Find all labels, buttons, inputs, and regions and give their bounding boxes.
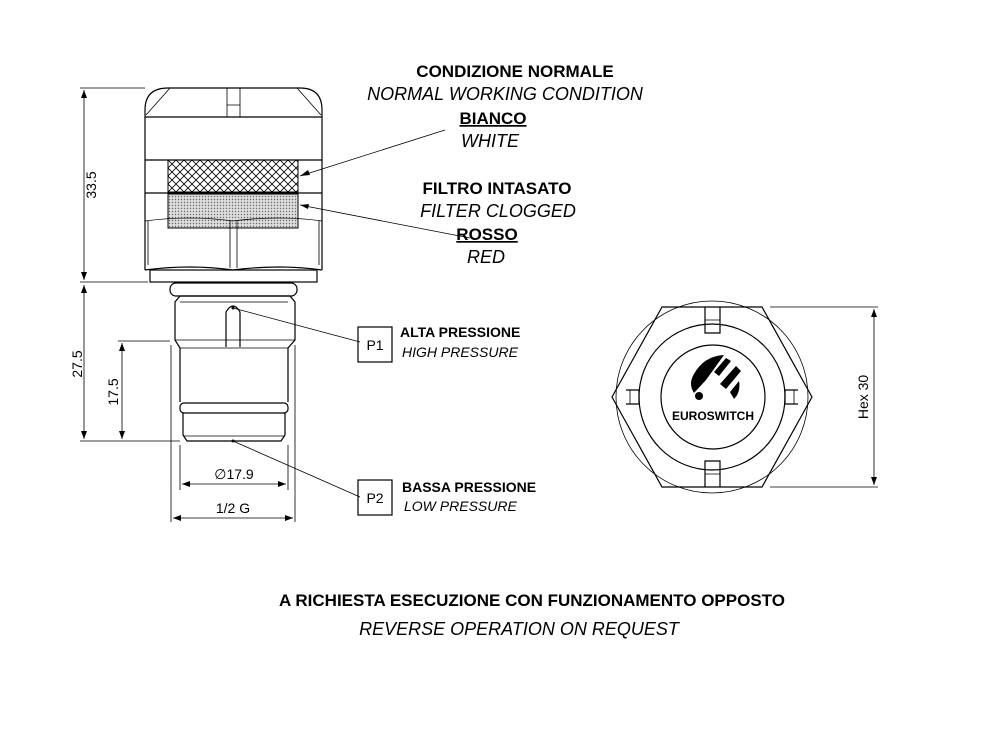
normal-color-it: BIANCO [459,109,526,128]
normal-color-en: WHITE [461,131,520,151]
p1-box [357,326,393,363]
dim-thread-length: 17.5 [105,378,121,405]
hex-outline [611,306,813,488]
side-view [144,87,323,442]
top-view: EUROSWITCH [611,300,813,494]
cap-outline [144,87,323,160]
footer-note-en: REVERSE OPERATION ON REQUEST [359,619,681,639]
dim-hex: Hex 30 [855,375,871,420]
dim-height-top: 33.5 [83,171,99,198]
dim-height-bottom: 27.5 [69,350,85,377]
leader-lines [231,129,471,498]
p2-tag: P2 [366,490,383,506]
red-indicator-band [167,193,299,229]
p1-label-it: ALTA PRESSIONE [400,324,520,340]
clogged-color-it: ROSSO [456,225,517,244]
hex-base [149,269,318,283]
dim-diameter: ∅17.9 [214,466,254,482]
pressure-pin [225,305,241,347]
logo-disc [660,344,766,450]
euroswitch-logo: EUROSWITCH [672,355,754,423]
p2-label-en: LOW PRESSURE [404,498,517,514]
clogged-color-en: RED [467,247,505,267]
logo-text: EUROSWITCH [672,409,754,423]
dim-thread: 1/2 G [216,500,250,516]
clogged-title-en: FILTER CLOGGED [420,201,576,221]
o-ring [169,282,298,297]
clogged-title-it: FILTRO INTASATO [423,179,572,198]
groove [179,402,289,414]
p2-box [357,479,393,516]
p1-tag: P1 [366,337,383,353]
white-indicator-band [167,159,299,193]
normal-title-it: CONDIZIONE NORMALE [416,62,613,81]
footer-note-it: A RICHIESTA ESECUZIONE CON FUNZIONAMENTO… [279,591,785,610]
p2-label-it: BASSA PRESSIONE [402,479,536,495]
normal-title-en: NORMAL WORKING CONDITION [367,84,644,104]
p1-label-en: HIGH PRESSURE [402,344,519,360]
dimensions: 33.5 27.5 17.5 ∅17.9 1/2 G Hex 30 [69,87,878,522]
